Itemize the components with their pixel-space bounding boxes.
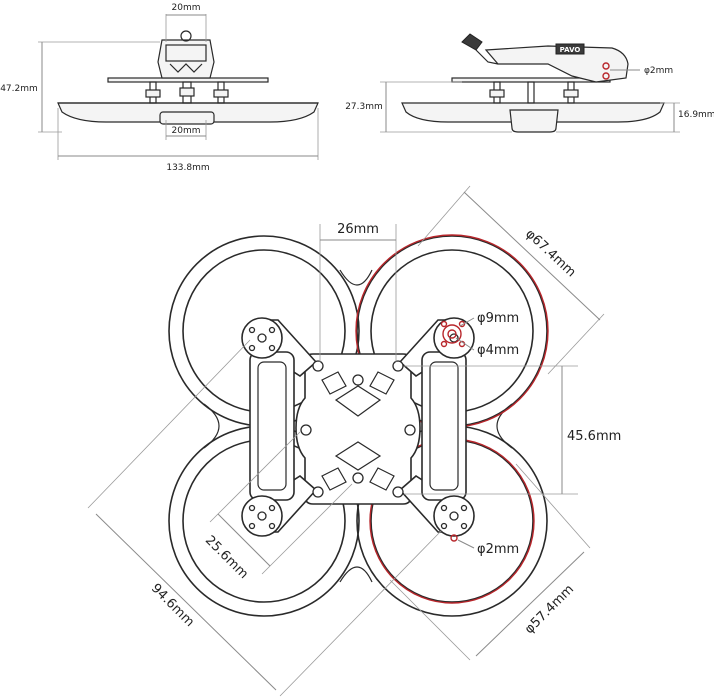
front-bottom-width-label: 20mm: [172, 126, 201, 136]
side-hole-label: φ2mm: [644, 66, 673, 76]
duct-outer-label: φ67.4mm: [522, 227, 578, 281]
motor-spacing-y-label: 45.6mm: [567, 429, 621, 444]
side-view: PAVO φ2mm 27.3mm 16.9mm: [345, 33, 714, 133]
hole-label: φ2mm: [477, 542, 519, 557]
mount-large-label: φ9mm: [477, 311, 519, 326]
mount-small-label: φ4mm: [477, 343, 519, 358]
brand-label: PAVO: [560, 46, 581, 54]
front-total-width-label: 133.8mm: [166, 163, 209, 173]
front-view: 20mm 20mm 47.2mm 133.8mm: [0, 3, 319, 173]
motor-spacing-x-label: 26mm: [337, 222, 379, 237]
top-view: 26mm φ67.4mm φ9mm φ4mm 45.6mm 25.6mm φ2m…: [87, 185, 621, 697]
stack-label: 25.6mm: [202, 533, 251, 582]
front-top-width-label: 20mm: [172, 3, 201, 13]
side-guard-height-label: 16.9mm: [678, 110, 714, 120]
prop-label: φ57.4mm: [522, 582, 577, 637]
side-height-label: 27.3mm: [345, 102, 383, 112]
front-height-label: 47.2mm: [0, 84, 38, 94]
